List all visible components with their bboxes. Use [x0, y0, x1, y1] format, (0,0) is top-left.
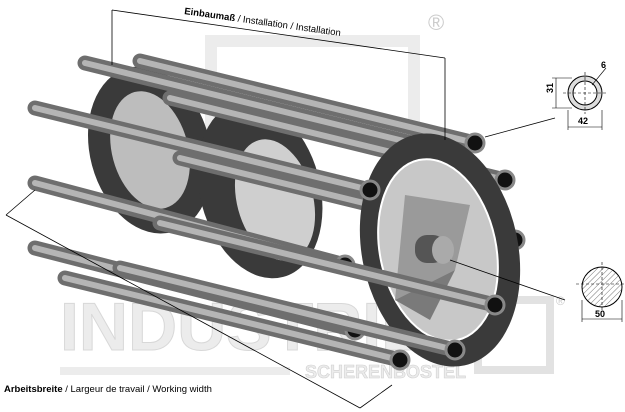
working-width-dimension-label: Arbeitsbreite / Largeur de travail / Wor… — [4, 384, 239, 396]
rod-highlight — [82, 60, 423, 148]
working-width-label-bold: Arbeitsbreite — [4, 384, 63, 395]
rod-highlight — [62, 275, 403, 363]
rod-end — [359, 179, 381, 201]
rod-highlight — [32, 105, 373, 193]
watermark-sub: SCHERENBOSTEL — [305, 362, 466, 382]
registered-mark-small: ® — [556, 294, 565, 308]
tube-wall-label: 6 — [601, 60, 606, 70]
watermark: INDUSTRIE SCHERENBOSTEL ® ® — [60, 10, 566, 382]
rod-highlight — [157, 220, 498, 308]
tube-cross-section: 31 42 6 — [545, 60, 608, 130]
installation-dimension-label: Einbaumaß / Installation / Installation — [184, 6, 342, 39]
rod-end — [494, 169, 516, 191]
rod-end — [464, 132, 486, 154]
registered-mark: ® — [428, 10, 444, 35]
rod-highlight — [117, 265, 458, 353]
shaft-diameter-label: 50 — [595, 309, 605, 319]
tube-width-label: 42 — [578, 116, 588, 126]
rod-end — [389, 349, 411, 371]
dimension-lines — [5, 9, 566, 409]
shaft-cross-section: 50 — [576, 262, 625, 322]
rod-end — [444, 339, 466, 361]
working-width-label-rest: / Largeur de travail / Working width — [62, 384, 212, 395]
rod-highlight — [137, 58, 478, 146]
rod-end — [484, 294, 506, 316]
tube-height-label: 31 — [545, 83, 555, 93]
